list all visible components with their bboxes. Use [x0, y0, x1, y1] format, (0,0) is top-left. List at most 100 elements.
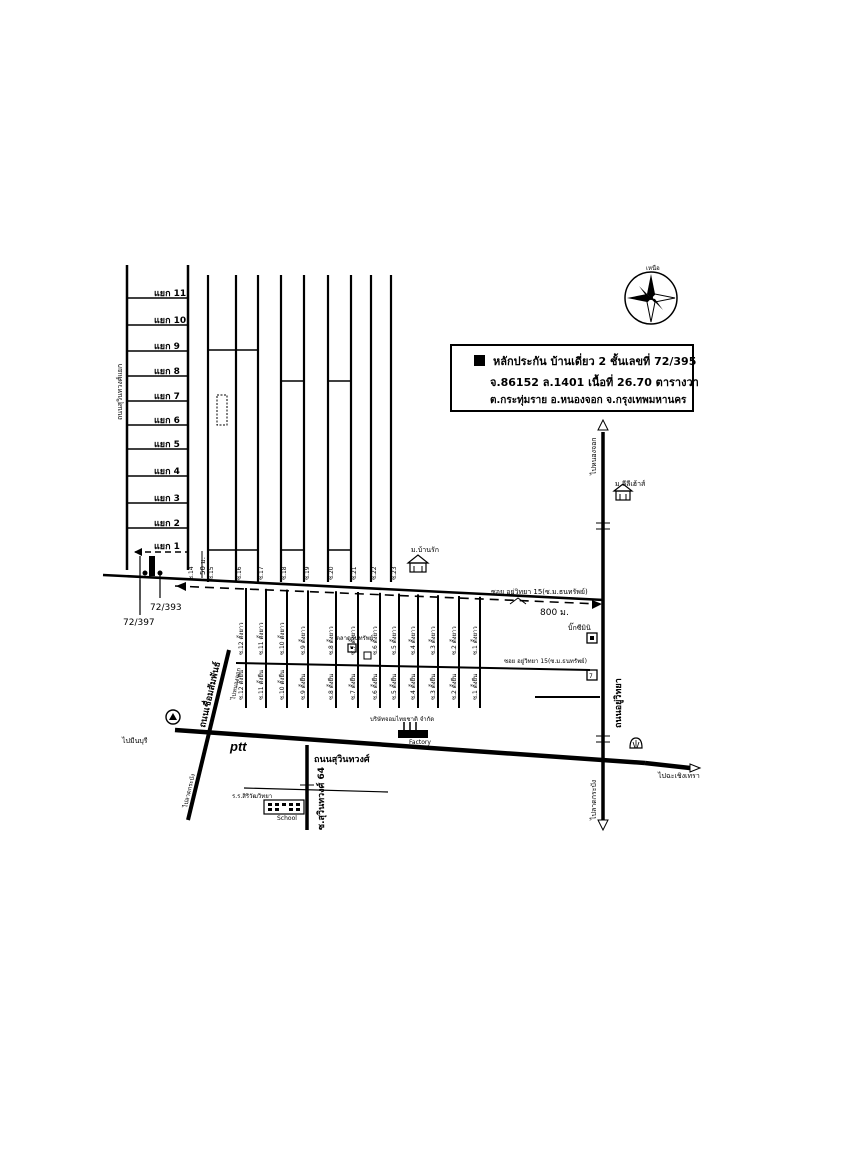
route-arrow-right-icon [592, 600, 602, 609]
route-arrow-left-icon [176, 582, 186, 591]
road-suwinthawong-line [174, 727, 646, 766]
village-ban-rak-label: ม.บ้านรัก [411, 546, 439, 554]
branch-label-3: แยก 3 [154, 494, 180, 504]
middle-sign-icon [509, 597, 527, 605]
branch-label-8: แยก 8 [154, 367, 180, 377]
south-soi-lower-label-1: ซ.1 ตั้งยืน [469, 674, 479, 700]
south-soi-upper-label-12: ซ.12 ตั้งยาว [235, 622, 245, 655]
south-soi-upper-label-8: ซ.8 ตั้งยาว [325, 626, 335, 655]
road-suwinthawong: ไปฉะเชิงเทรา ไปมีนบุรี ถนนสุวินทวงศ์ ptt [121, 709, 702, 780]
village-lili-label: ม.ลีลีเฮ้าส์ [615, 480, 646, 488]
branch-lines [127, 297, 188, 529]
compass-rose-icon: เหนือ [624, 264, 678, 325]
collateral-info-box: หลักประกัน บ้านเดี่ยว 2 ชั้นเลขที่ 72/39… [450, 344, 699, 412]
south-cross-road [235, 662, 591, 671]
shell-station-icon [629, 737, 643, 749]
to-chachoengsao-label: ไปฉะเชิงเทรา [657, 771, 700, 780]
south-soi-lower-label-3: ซ.3 ตั้งยืน [427, 674, 437, 700]
market-icon [347, 643, 357, 653]
factory-label: Factory [409, 739, 431, 746]
canal-marker [216, 394, 228, 426]
south-soi-lower-label-8: ซ.8 ตั้งยืน [325, 674, 335, 700]
ptt-logo: ptt [229, 739, 247, 754]
plot-72-393-marker [149, 556, 155, 576]
north-soi-label-14: ซ.14 [188, 566, 195, 580]
north-soi-label-22: ซ.22 [371, 566, 378, 580]
south-soi-upper-label-7: ซ.7 ตั้งยาว [347, 626, 357, 655]
factory-icon [398, 722, 428, 738]
south-soi-lower-label-11: ซ.11 ตั้งยืน [255, 670, 265, 700]
branch-label-5: แยก 5 [154, 440, 180, 450]
south-soi-lower-label-4: ซ.4 ตั้งยืน [407, 674, 417, 700]
big-c-label: บิ๊กซีมินิ [568, 622, 591, 632]
south-soi-lines [245, 588, 481, 708]
branch-label-2: แยก 2 [154, 519, 180, 529]
branch-label-1: แยก 1 [154, 542, 180, 552]
info-line-1: หลักประกัน บ้านเดี่ยว 2 ชั้นเลขที่ 72/39… [474, 352, 696, 370]
east-arrow-chachoengsao-icon [689, 763, 702, 773]
south-soi-upper-label-2: ซ.2 ตั้งยาว [448, 626, 458, 655]
south-soi-upper-label-3: ซ.3 ตั้งยาว [427, 626, 437, 655]
to-min-buri-label: ไปมีนบุรี [121, 736, 148, 745]
seven-eleven-glyph: 7 [589, 673, 593, 680]
north-soi-label-18: ซ.18 [281, 566, 288, 580]
plot-72-393-label: 72/393 [150, 603, 182, 613]
info-line-3: ต.กระทุ่มราย อ.หนองจอก จ.กรุงเทพมหานคร [490, 395, 687, 406]
south-soi-upper-label-6: ซ.6 ตั้งยาว [369, 626, 379, 655]
school-sub-label: School [277, 815, 297, 822]
main-soi-line [102, 573, 605, 602]
branch-label-7: แยก 7 [154, 392, 180, 402]
north-soi-label-23: ซ.23 [391, 566, 398, 580]
to-nong-chok-north-label: ไปหนองจอก [589, 437, 598, 476]
south-soi-upper-label-11: ซ.11 ตั้งยาว [255, 622, 265, 655]
min-buri-roundel-icon [165, 709, 181, 725]
north-soi-label-19: ซ.19 [304, 566, 311, 580]
road-suwinthawong-label: ถนนสุวินทวงศ์ [314, 753, 370, 765]
collateral-marker-icon [474, 355, 485, 366]
south-soi-lower-label-10: ซ.10 ตั้งยืน [276, 670, 286, 700]
south-cross-road-label: ซอย อยู่วิทยา 15(ซ.ม.ธนทรัพย์) [504, 657, 587, 665]
village-ban-rak-icon [406, 554, 430, 573]
road-suwinthawong-east [644, 760, 691, 771]
south-soi-upper-label-10: ซ.10 ตั้งยาว [276, 622, 286, 655]
south-soi-lower-label-9: ซ.9 ตั้งยืน [297, 674, 307, 700]
plot-72-397-label: 72/397 [123, 618, 155, 628]
road-chueam-samphan-line [186, 649, 231, 821]
distance-50m-label: 50 ม. [199, 557, 207, 575]
main-soi: ซอย อยู่วิทยา 15(ซ.ม.ธนทรัพย์) 800 ม. [102, 573, 605, 618]
south-soi-upper-label-5: ซ.5 ตั้งยาว [388, 626, 398, 655]
north-soi-label-20: ซ.20 [328, 566, 335, 580]
south-soi-lower-label-2: ซ.2 ตั้งยืน [448, 674, 458, 700]
south-soi-grid: ซอย อยู่วิทยา 15(ซ.ม.ธนทรัพย์) ซ.12 ตั้ง… [235, 588, 600, 746]
south-soi-lower-label-6: ซ.6 ตั้งยืน [369, 674, 379, 700]
branch-1-arrow-icon [134, 548, 142, 556]
branch-label-9: แยก 9 [154, 342, 180, 352]
north-soi-label-15: ซ.15 [208, 566, 215, 580]
south-soi-lower-label-5: ซ.5 ตั้งยืน [388, 674, 398, 700]
info-line-2: จ.86152 ล.1401 เนื้อที่ 26.70 ตารางวา [490, 376, 699, 389]
south-arrow-lat-krabang-icon [597, 819, 609, 832]
branch-label-4: แยก 4 [154, 467, 180, 477]
branch-label-11: แยก 11 [154, 289, 186, 299]
market-sub-icon [363, 651, 372, 660]
north-arrow-nong-chok-icon [597, 418, 609, 431]
market-label: ตลาดธนทรัพย์ [336, 634, 373, 642]
factory-company-label: บริษัทจอมไทยชาติ จำกัด [370, 715, 434, 723]
soi-suwinthawong-64: ซ.สุวินทวงศ์ 64 ร.ร.สิริวัฒวิทยา School [232, 745, 389, 830]
south-soi-upper-label-9: ซ.9 ตั้งยาว [297, 626, 307, 655]
south-soi-upper-label-1: ซ.1 ตั้งยาว [469, 626, 479, 655]
big-c-icon [586, 632, 598, 644]
south-soi-lower-label-12: ซ.12 ตั้งยืน [235, 670, 245, 700]
compass-north-label: เหนือ [646, 264, 660, 272]
north-soi-label-16: ซ.16 [236, 566, 243, 580]
north-soi-label-21: ซ.21 [351, 566, 358, 580]
to-lat-krabang-south-label: ไปลาดกระบัง [589, 780, 598, 821]
south-soi-lower-label-7: ซ.7 ตั้งยืน [347, 674, 357, 700]
info-line-1-text: หลักประกัน บ้านเดี่ยว 2 ชั้นเลขที่ 72/39… [493, 355, 697, 368]
school-label: ร.ร.สิริวัฒวิทยา [232, 793, 272, 800]
